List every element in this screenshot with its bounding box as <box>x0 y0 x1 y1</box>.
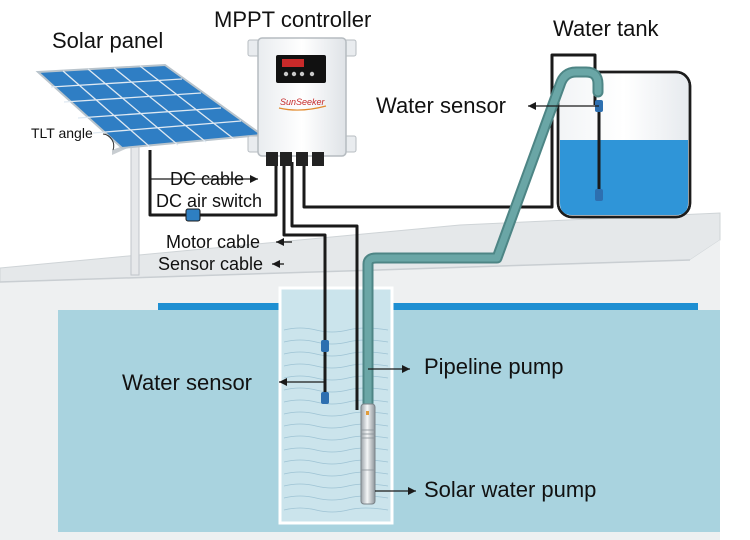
label-dc-cable: DC cable <box>170 169 245 189</box>
label-solar-water-pump: Solar water pump <box>424 477 597 502</box>
solar-water-pump <box>360 403 376 505</box>
label-pipeline-pump: Pipeline pump <box>424 354 564 379</box>
label-dc-air-switch: DC air switch <box>156 191 263 211</box>
well-water-sensors <box>321 340 329 404</box>
label-motor-cable: Motor cable <box>166 232 261 252</box>
cables <box>148 53 601 410</box>
water-tank <box>556 70 692 219</box>
label-sensor-cable: Sensor cable <box>158 254 264 274</box>
label-water-tank: Water tank <box>553 16 659 41</box>
label-water-sensor-well: Water sensor <box>122 370 253 395</box>
pointer-arrows <box>150 102 599 495</box>
label-tilt-angle: TLT angle <box>31 125 93 141</box>
mppt-controller: SunSeeker <box>247 37 357 166</box>
label-water-sensor-tank: Water sensor <box>376 93 507 118</box>
label-mppt-controller: MPPT controller <box>214 7 372 32</box>
pipeline <box>362 66 604 416</box>
controller-brand: SunSeeker <box>280 97 326 107</box>
dc-air-switch <box>185 208 201 222</box>
label-solar-panel: Solar panel <box>52 28 164 53</box>
